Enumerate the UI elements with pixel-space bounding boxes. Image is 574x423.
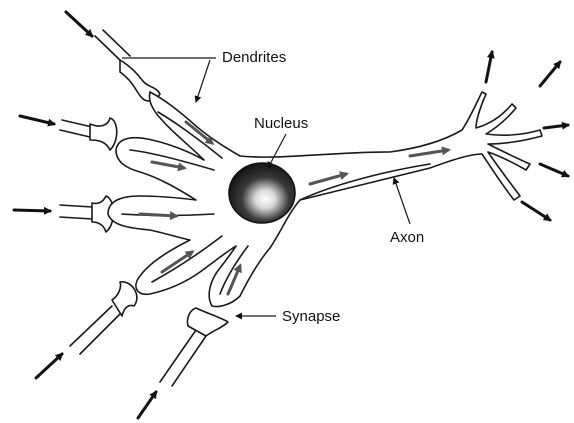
nucleus (229, 163, 295, 223)
input-arrow-2 (20, 116, 54, 124)
dendrite-bouton-bottom (187, 308, 228, 336)
axon-leader (394, 178, 410, 224)
output-arrow-4 (540, 164, 568, 176)
dendrite-bouton-lower-left (112, 282, 137, 316)
label-synapse: Synapse (282, 308, 340, 325)
gray-arrow-3 (140, 214, 176, 216)
input-arrow-3 (14, 210, 50, 211)
output-arrow-2 (540, 62, 560, 86)
label-dendrites: Dendrites (222, 49, 286, 66)
input-arrow-4 (36, 354, 62, 378)
input-arrow-5 (138, 392, 156, 418)
cell-body (108, 92, 542, 307)
dendrite-top-left-1 (95, 36, 122, 62)
input-arrow-1 (66, 12, 92, 36)
dendrite-bouton-upper-left (90, 118, 117, 150)
output-arrow-1 (486, 52, 492, 82)
output-arrow-3 (544, 125, 568, 128)
label-nucleus: Nucleus (254, 115, 308, 132)
dendrites-leader-2 (196, 60, 210, 102)
output-arrow-5 (522, 202, 550, 220)
label-axon: Axon (390, 229, 424, 246)
